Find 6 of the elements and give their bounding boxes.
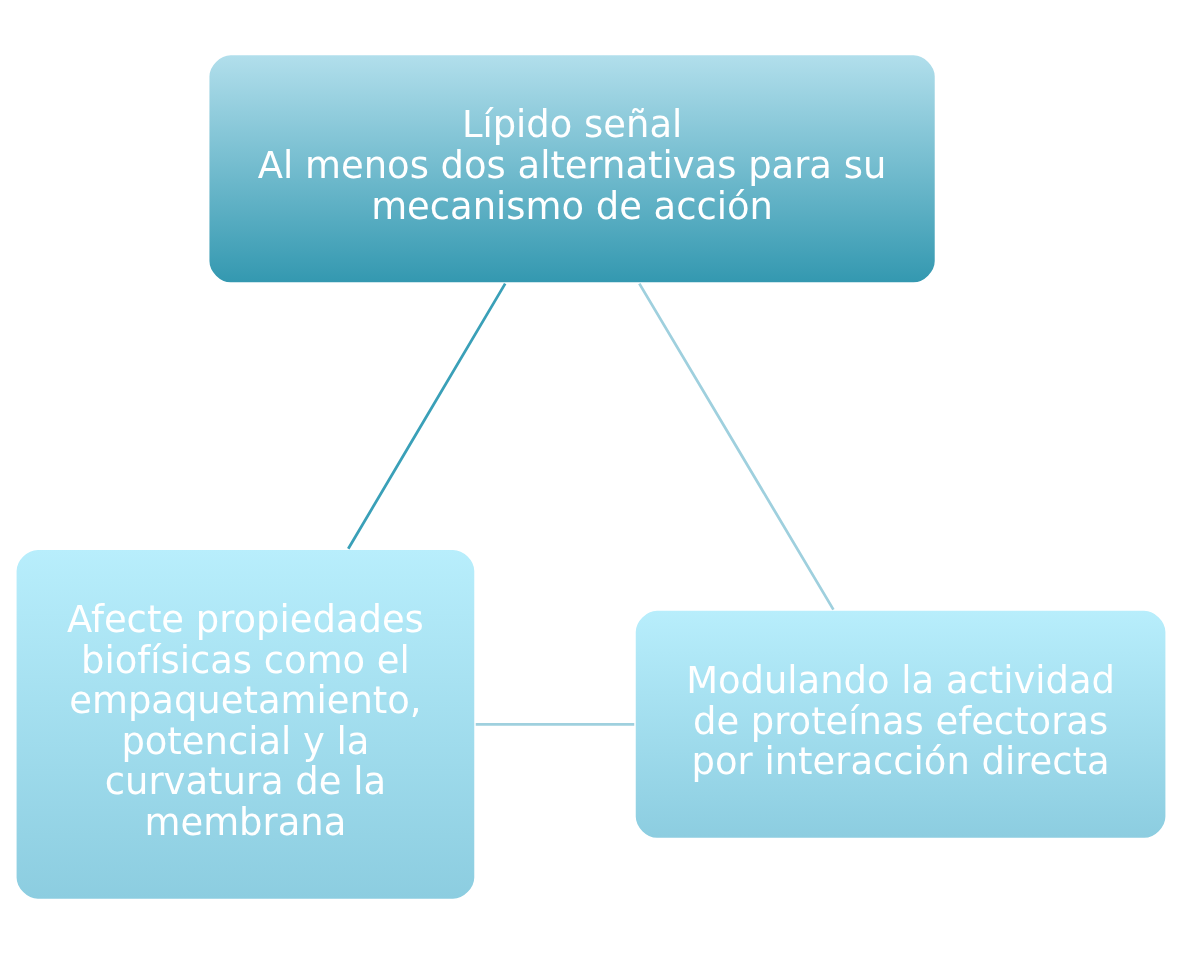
connector <box>638 282 835 611</box>
connector <box>347 282 507 550</box>
connector <box>475 722 635 726</box>
node-box: Afecte propiedades biofísicas como el empaquetamiento, potencial y la curvatura de la membrana <box>14 548 477 901</box>
node-box: Modulando la actividad de proteínas efectoras por interacción directa <box>633 608 1168 840</box>
node-box: Lípido señal Al menos dos alternativas para su mecanismo de acción <box>207 53 937 285</box>
